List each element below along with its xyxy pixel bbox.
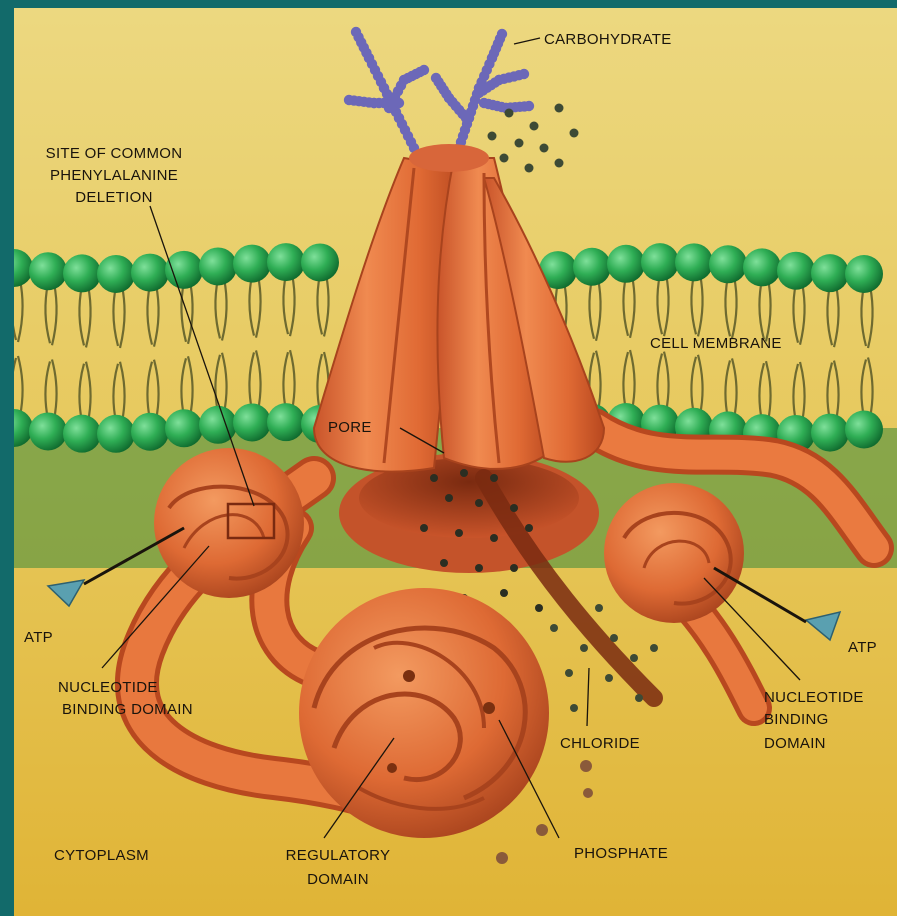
carbohydrate-bead [497,29,507,39]
chloride-dot [630,654,638,662]
carbohydrate-bead [419,65,429,75]
lipid-head [97,255,135,293]
label-pore: PORE [328,419,372,436]
chloride-dot [505,109,514,118]
label-carbohydrate: CARBOHYDRATE [544,31,672,48]
label-cell-membrane: CELL MEMBRANE [650,335,782,352]
label-nbd-left-line1: NUCLEOTIDE [58,679,158,696]
label-deletion-line2: PHENYLALANINE [50,167,178,184]
lipid-head [709,245,747,283]
lipid-head [777,252,815,290]
carbohydrate-bead [524,101,534,111]
label-regulatory-line1: REGULATORY [286,847,391,864]
chloride-dot [490,474,498,482]
chloride-dot [490,534,498,542]
lipid-head [131,254,169,292]
lipid-head [29,252,67,290]
cftr-diagram: CARBOHYDRATE SITE OF COMMON PHENYLALANIN… [14,8,897,916]
chloride-dot [515,139,524,148]
lipid-head [811,254,849,292]
chloride-dot [570,704,578,712]
label-cytoplasm: CYTOPLASM [54,847,149,864]
chloride-dot [500,154,509,163]
label-nbd-right-line1: NUCLEOTIDE [764,689,864,706]
chloride-dot [440,559,448,567]
chloride-dot [540,144,549,153]
lipid-head [811,414,849,452]
chloride-dot [420,524,428,532]
chloride-dot [580,644,588,652]
lipid-head [641,243,679,281]
chloride-dot [475,564,483,572]
label-chloride: CHLORIDE [560,735,640,752]
chloride-dot [445,494,453,502]
lipid-head [607,245,645,283]
chloride-dot [488,132,497,141]
label-deletion-line3: DELETION [75,189,152,206]
lipid-head [845,255,883,293]
chloride-dot [565,669,573,677]
chloride-dot [570,129,579,138]
label-atp-right: ATP [848,639,877,656]
lipid-head [165,251,203,289]
nbd-right [604,483,744,623]
lipid-head [165,409,203,447]
label-regulatory-line2: DOMAIN [307,871,369,888]
chloride-dot [605,674,613,682]
chloride-dot [455,529,463,537]
regulatory-domain [299,588,549,838]
label-nbd-right-line2: BINDING [764,711,829,728]
chloride-dot [430,474,438,482]
chloride-dot [500,589,508,597]
chloride-dot [650,644,658,652]
label-phosphate: PHOSPHATE [574,845,668,862]
label-nbd-left-line2: BINDING DOMAIN [62,701,193,718]
lipid-head [199,406,237,444]
chloride-dot [610,634,618,642]
diagram-svg: CARBOHYDRATE SITE OF COMMON PHENYLALANIN… [14,8,897,916]
lipid-head [233,245,271,283]
phosphate-dot [496,852,508,864]
lipid-head [63,415,101,453]
chloride-dot [510,504,518,512]
lipid-head [845,411,883,449]
phosphate-dot [580,760,592,772]
carbohydrate-bead [344,95,354,105]
lipid-head [267,243,305,281]
label-nbd-right-line3: DOMAIN [764,735,826,752]
chloride-dot [510,564,518,572]
lipid-head [675,243,713,281]
lipid-head [267,403,305,441]
chloride-dot [525,524,533,532]
chloride-dot [595,604,603,612]
lipid-head [63,254,101,292]
lipid-head [301,243,339,281]
lipid-head [233,403,271,441]
lipid-head [29,412,67,450]
chloride-dot [555,159,564,168]
carbohydrate-bead [351,27,361,37]
chloride-dot [475,499,483,507]
label-deletion-line1: SITE OF COMMON [46,145,183,162]
chloride-dot [535,604,543,612]
chloride-dot [555,104,564,113]
phosphate-dot [536,824,548,836]
chloride-dot [525,164,534,173]
label-atp-left: ATP [24,629,53,646]
chloride-dot [635,694,643,702]
phosphate-dot [583,788,593,798]
nbd-left [154,448,304,598]
chloride-dot [460,469,468,477]
lipid-head [199,247,237,285]
carbohydrate-bead [431,73,441,83]
chloride-dot [550,624,558,632]
lipid-head [743,248,781,286]
lipid-head [573,248,611,286]
lipid-head [131,413,169,451]
carbohydrate-bead [519,69,529,79]
chloride-dot [530,122,539,131]
lipid-head [97,415,135,453]
